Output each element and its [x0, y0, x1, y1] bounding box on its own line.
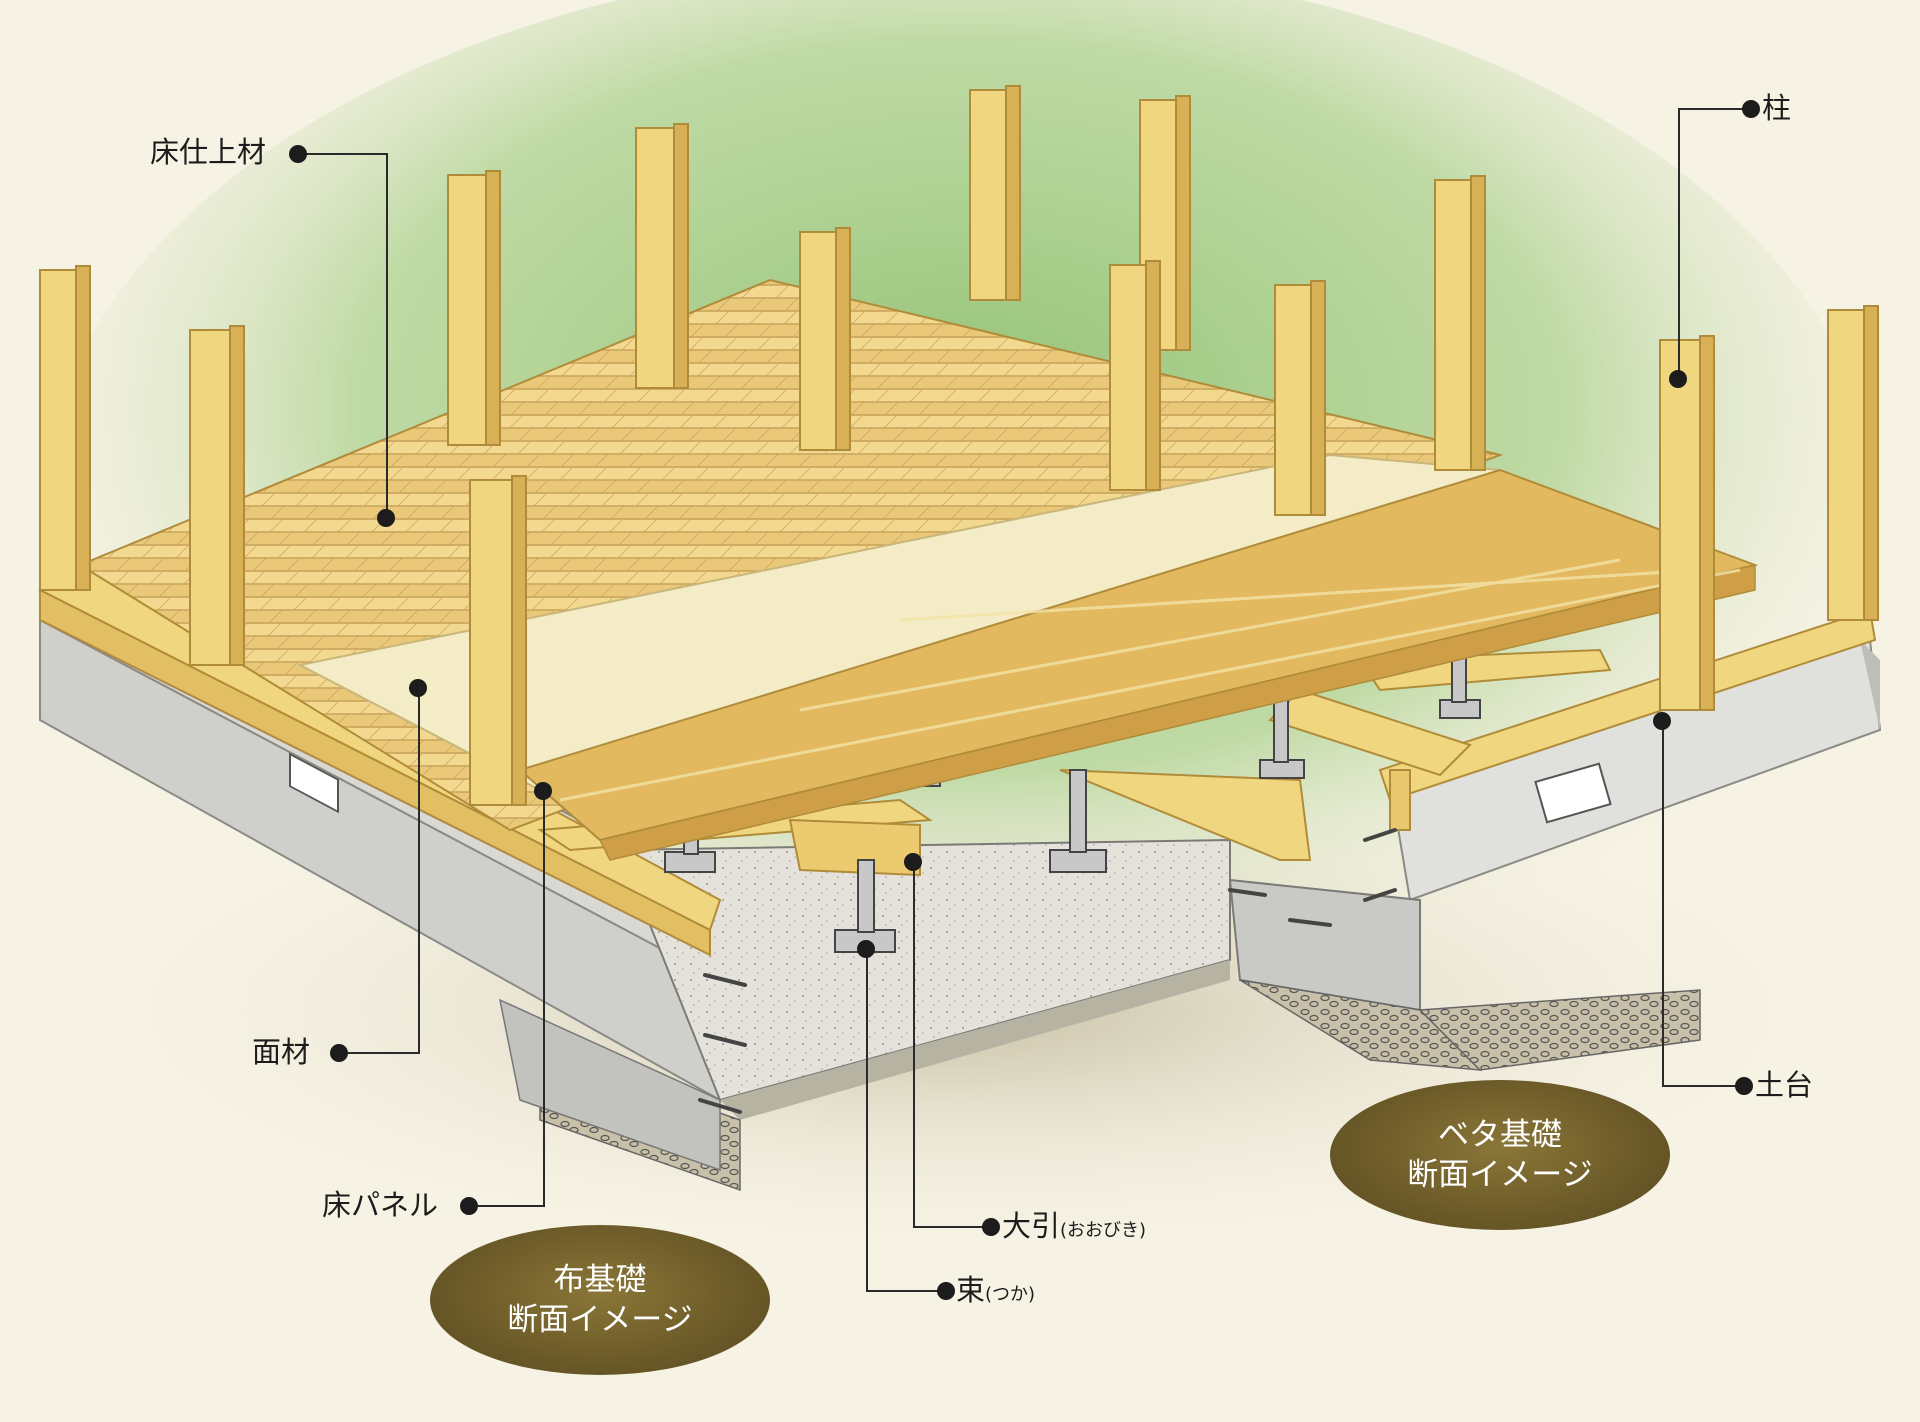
pillars [39, 85, 1879, 806]
label-sheathing: 面材 [252, 1035, 311, 1069]
leader-floor-finish-h [297, 153, 387, 155]
badge-strip-line2: 断面イメージ [507, 1302, 693, 1338]
badge-mat-foundation: ベタ基礎 断面イメージ [1330, 1080, 1670, 1230]
label-beam: 大引(おおびき) [1002, 1212, 1146, 1241]
leader-floor-panel-v [543, 790, 545, 1207]
leader-sill-h [1662, 1085, 1746, 1087]
rebar [698, 828, 1397, 1114]
leader-sheathing-h [340, 1052, 420, 1054]
leader-beam-h [913, 1226, 991, 1228]
dot-sheathing [330, 1044, 348, 1062]
dot-sill-target [1653, 712, 1671, 730]
dot-pillar-target [1669, 370, 1687, 388]
leader-floor-finish-v [386, 153, 388, 518]
dot-floor-finish [289, 145, 307, 163]
badge-mat-line2: 断面イメージ [1407, 1157, 1593, 1193]
leader-beam-v [913, 862, 915, 1228]
label-post-text: 束 [956, 1273, 986, 1307]
label-floor-panel: 床パネル [322, 1188, 439, 1222]
dot-floor-finish-target [377, 509, 395, 527]
leader-sheathing-v [418, 688, 420, 1054]
leader-sill-v [1662, 720, 1664, 1086]
badge-mat-line1: ベタ基礎 [1438, 1117, 1562, 1153]
leader-post-v [866, 950, 868, 1292]
foundation-concrete [38, 558, 1882, 1192]
dot-beam-target [904, 853, 922, 871]
leader-post-h [866, 1290, 946, 1292]
dot-floor-panel [460, 1197, 478, 1215]
label-post-reading: (つか) [985, 1284, 1036, 1305]
dot-floor-panel-target [534, 782, 552, 800]
leader-pillar-h [1678, 108, 1746, 110]
leader-pillar-v [1678, 108, 1680, 378]
label-beam-reading: (おおびき) [1060, 1220, 1147, 1241]
label-sill: 土台 [1755, 1068, 1814, 1102]
label-post: 束(つか) [956, 1276, 1035, 1305]
dot-sheathing-target [409, 679, 427, 697]
dot-pillar [1742, 100, 1760, 118]
label-floor-finish: 床仕上材 [150, 135, 267, 169]
dot-post [937, 1282, 955, 1300]
dot-post-target [857, 940, 875, 958]
dot-sill [1735, 1077, 1753, 1095]
label-pillar: 柱 [1762, 91, 1792, 125]
label-beam-text: 大引 [1002, 1209, 1061, 1243]
badge-strip-foundation: 布基礎 断面イメージ [430, 1225, 770, 1375]
dot-beam [982, 1218, 1000, 1236]
leader-floor-panel-h [470, 1205, 545, 1207]
badge-strip-line1: 布基礎 [553, 1262, 647, 1298]
